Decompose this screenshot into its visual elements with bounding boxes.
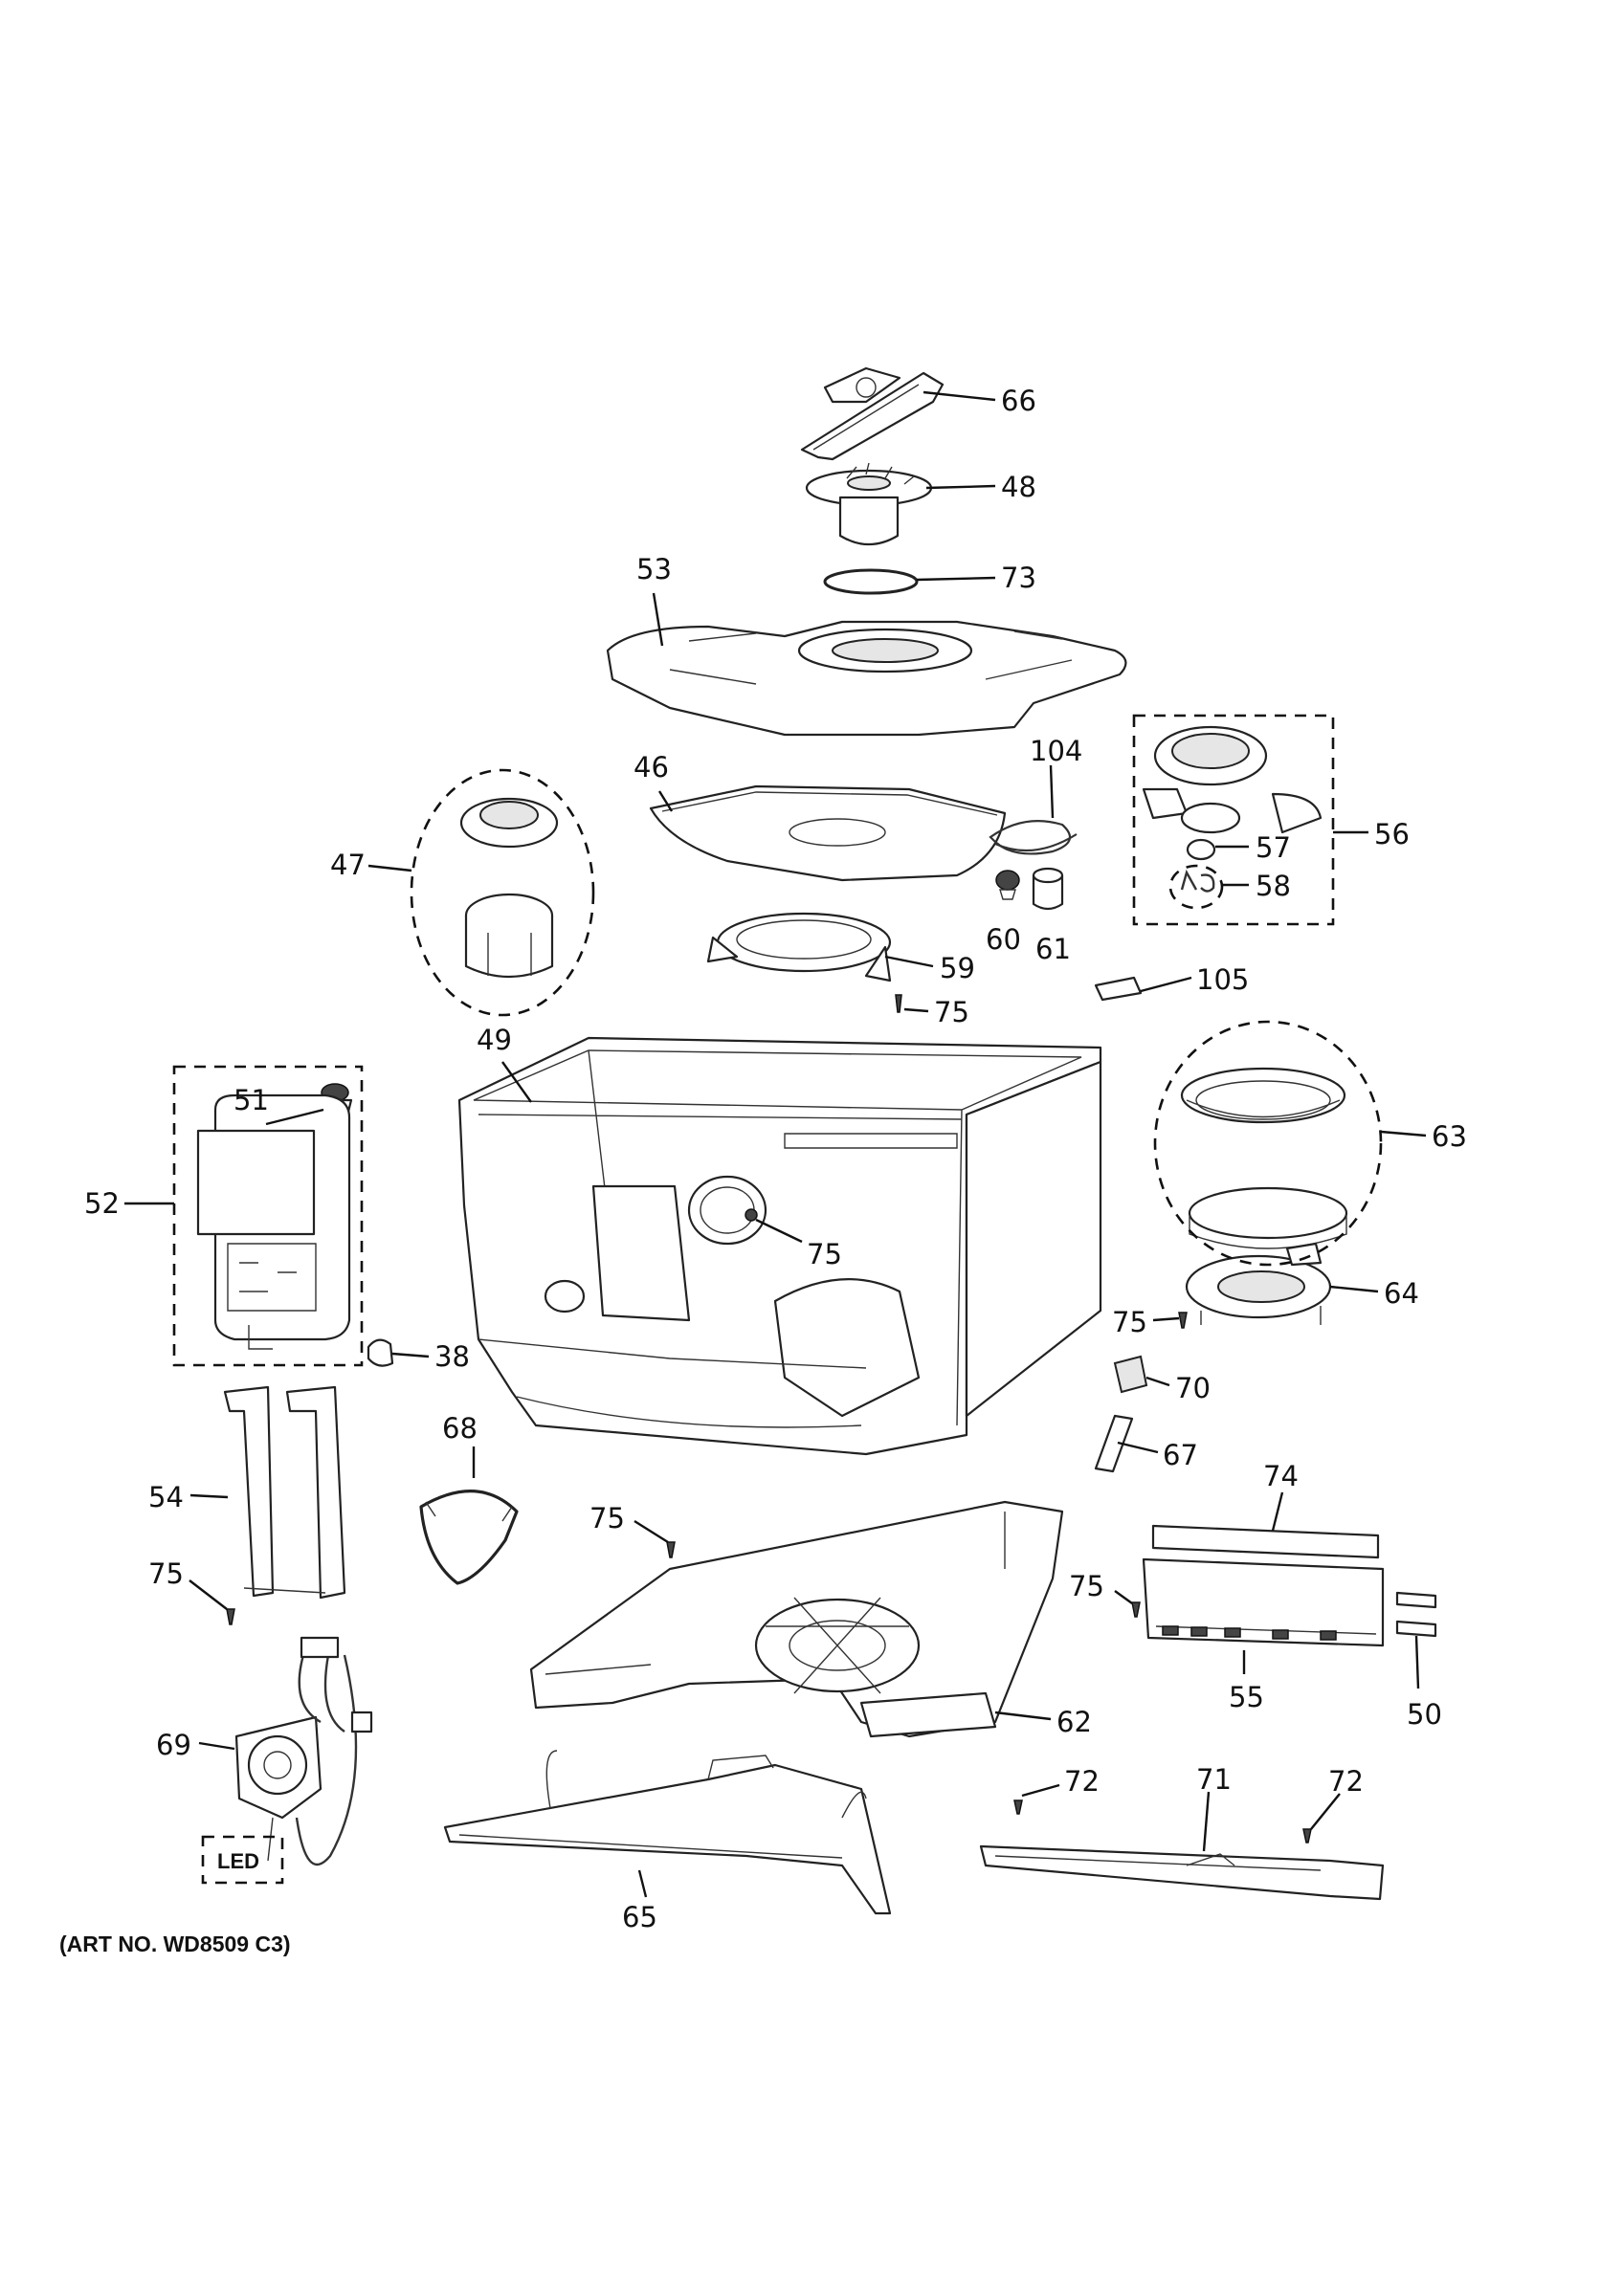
part-56-diverter-assembly <box>1142 725 1323 834</box>
group-outline-47 <box>410 768 595 1017</box>
callout-71: 71 <box>1196 1763 1232 1796</box>
group-outline-63 <box>1153 1020 1383 1267</box>
part-47-detergent-assembly <box>459 797 559 979</box>
part-46-filter <box>649 784 1007 882</box>
callout-51: 51 <box>233 1084 269 1116</box>
group-outline-led <box>201 1835 284 1885</box>
callout-61: 61 <box>1035 933 1071 965</box>
part-75-screw-62 <box>666 1541 676 1558</box>
callout-62: 62 <box>1056 1706 1092 1738</box>
callout-50: 50 <box>1407 1698 1442 1731</box>
part-67-pad <box>1094 1414 1134 1473</box>
part-75-screw <box>895 994 902 1013</box>
callout-73: 73 <box>1001 562 1036 594</box>
callout-72-a: 72 <box>1064 1765 1100 1798</box>
callout-53: 53 <box>636 553 672 585</box>
callout-75-c: 75 <box>1112 1306 1147 1338</box>
leader-lines <box>124 390 1427 1898</box>
part-38-clip <box>367 1338 394 1367</box>
part-60-plug <box>995 870 1020 900</box>
callout-65: 65 <box>622 1901 657 1933</box>
callout-104: 104 <box>1030 735 1082 767</box>
callout-64: 64 <box>1384 1277 1419 1310</box>
part-73-o-ring <box>823 568 919 595</box>
callout-56: 56 <box>1374 818 1410 850</box>
art-number: (ART NO. WD8509 C3) <box>59 1932 291 1956</box>
part-68-clamp <box>419 1490 519 1585</box>
callout-75-b: 75 <box>807 1238 842 1270</box>
callout-63: 63 <box>1432 1120 1467 1153</box>
part-75-screw-64 <box>1178 1312 1188 1329</box>
callout-72-b: 72 <box>1328 1765 1364 1798</box>
callout-57: 57 <box>1256 831 1291 864</box>
callout-67: 67 <box>1163 1439 1198 1471</box>
part-48-spray-hub <box>805 462 933 545</box>
part-50-buttons <box>1395 1591 1437 1638</box>
part-72-screw-left <box>1013 1799 1023 1815</box>
callout-46: 46 <box>634 751 669 784</box>
part-61-bushing <box>1032 867 1064 911</box>
callout-49: 49 <box>477 1024 512 1056</box>
part-69-fan-motor <box>234 1636 373 1866</box>
callout-38: 38 <box>434 1340 470 1373</box>
callout-74: 74 <box>1263 1460 1299 1492</box>
part-75-screw-54 <box>226 1608 235 1625</box>
part-54-bracket <box>223 1385 346 1600</box>
part-74-cover <box>1151 1524 1380 1559</box>
part-58-clip <box>1180 869 1215 893</box>
part-72-screw-right <box>1302 1828 1312 1843</box>
callout-69: 69 <box>156 1729 191 1761</box>
part-55-ui-module <box>1142 1557 1385 1647</box>
part-66-upper-spray-arm <box>800 366 945 461</box>
part-52-control-board <box>196 1093 351 1350</box>
part-62-base <box>529 1500 1064 1738</box>
part-75-screw-55 <box>1131 1601 1141 1618</box>
part-64-housing <box>1185 1242 1332 1325</box>
group-outline-56 <box>1132 714 1335 926</box>
group-outline-58 <box>1168 864 1224 910</box>
callout-52: 52 <box>84 1187 120 1220</box>
part-59-sump-ring <box>706 912 892 982</box>
callout-48: 48 <box>1001 471 1036 503</box>
callout-54: 54 <box>148 1481 184 1513</box>
part-63-seal-assembly <box>1180 1067 1348 1249</box>
part-71-rail <box>979 1844 1385 1901</box>
callout-59: 59 <box>940 952 975 984</box>
callout-75-e: 75 <box>1069 1570 1104 1602</box>
callout-58: 58 <box>1256 870 1291 902</box>
callout-75-d: 75 <box>589 1502 625 1534</box>
callout-70: 70 <box>1175 1372 1211 1404</box>
callout-75-f: 75 <box>148 1557 184 1590</box>
part-104-wire-harness <box>989 820 1078 855</box>
callout-55: 55 <box>1229 1681 1264 1713</box>
part-49-tub-base <box>457 1036 1102 1456</box>
callout-66: 66 <box>1001 385 1036 417</box>
callout-60: 60 <box>986 923 1021 956</box>
part-65-toe-kick-panel <box>443 1750 892 1915</box>
led-label: LED <box>217 1849 259 1873</box>
part-53-sump-cover <box>606 620 1127 737</box>
part-105-bracket <box>1094 976 1143 1002</box>
callout-75-a: 75 <box>934 996 969 1028</box>
part-70-latch <box>1113 1355 1148 1394</box>
callout-68: 68 <box>442 1412 478 1445</box>
callout-47: 47 <box>330 849 366 881</box>
part-57-washer <box>1186 838 1216 861</box>
callout-105: 105 <box>1196 963 1249 996</box>
